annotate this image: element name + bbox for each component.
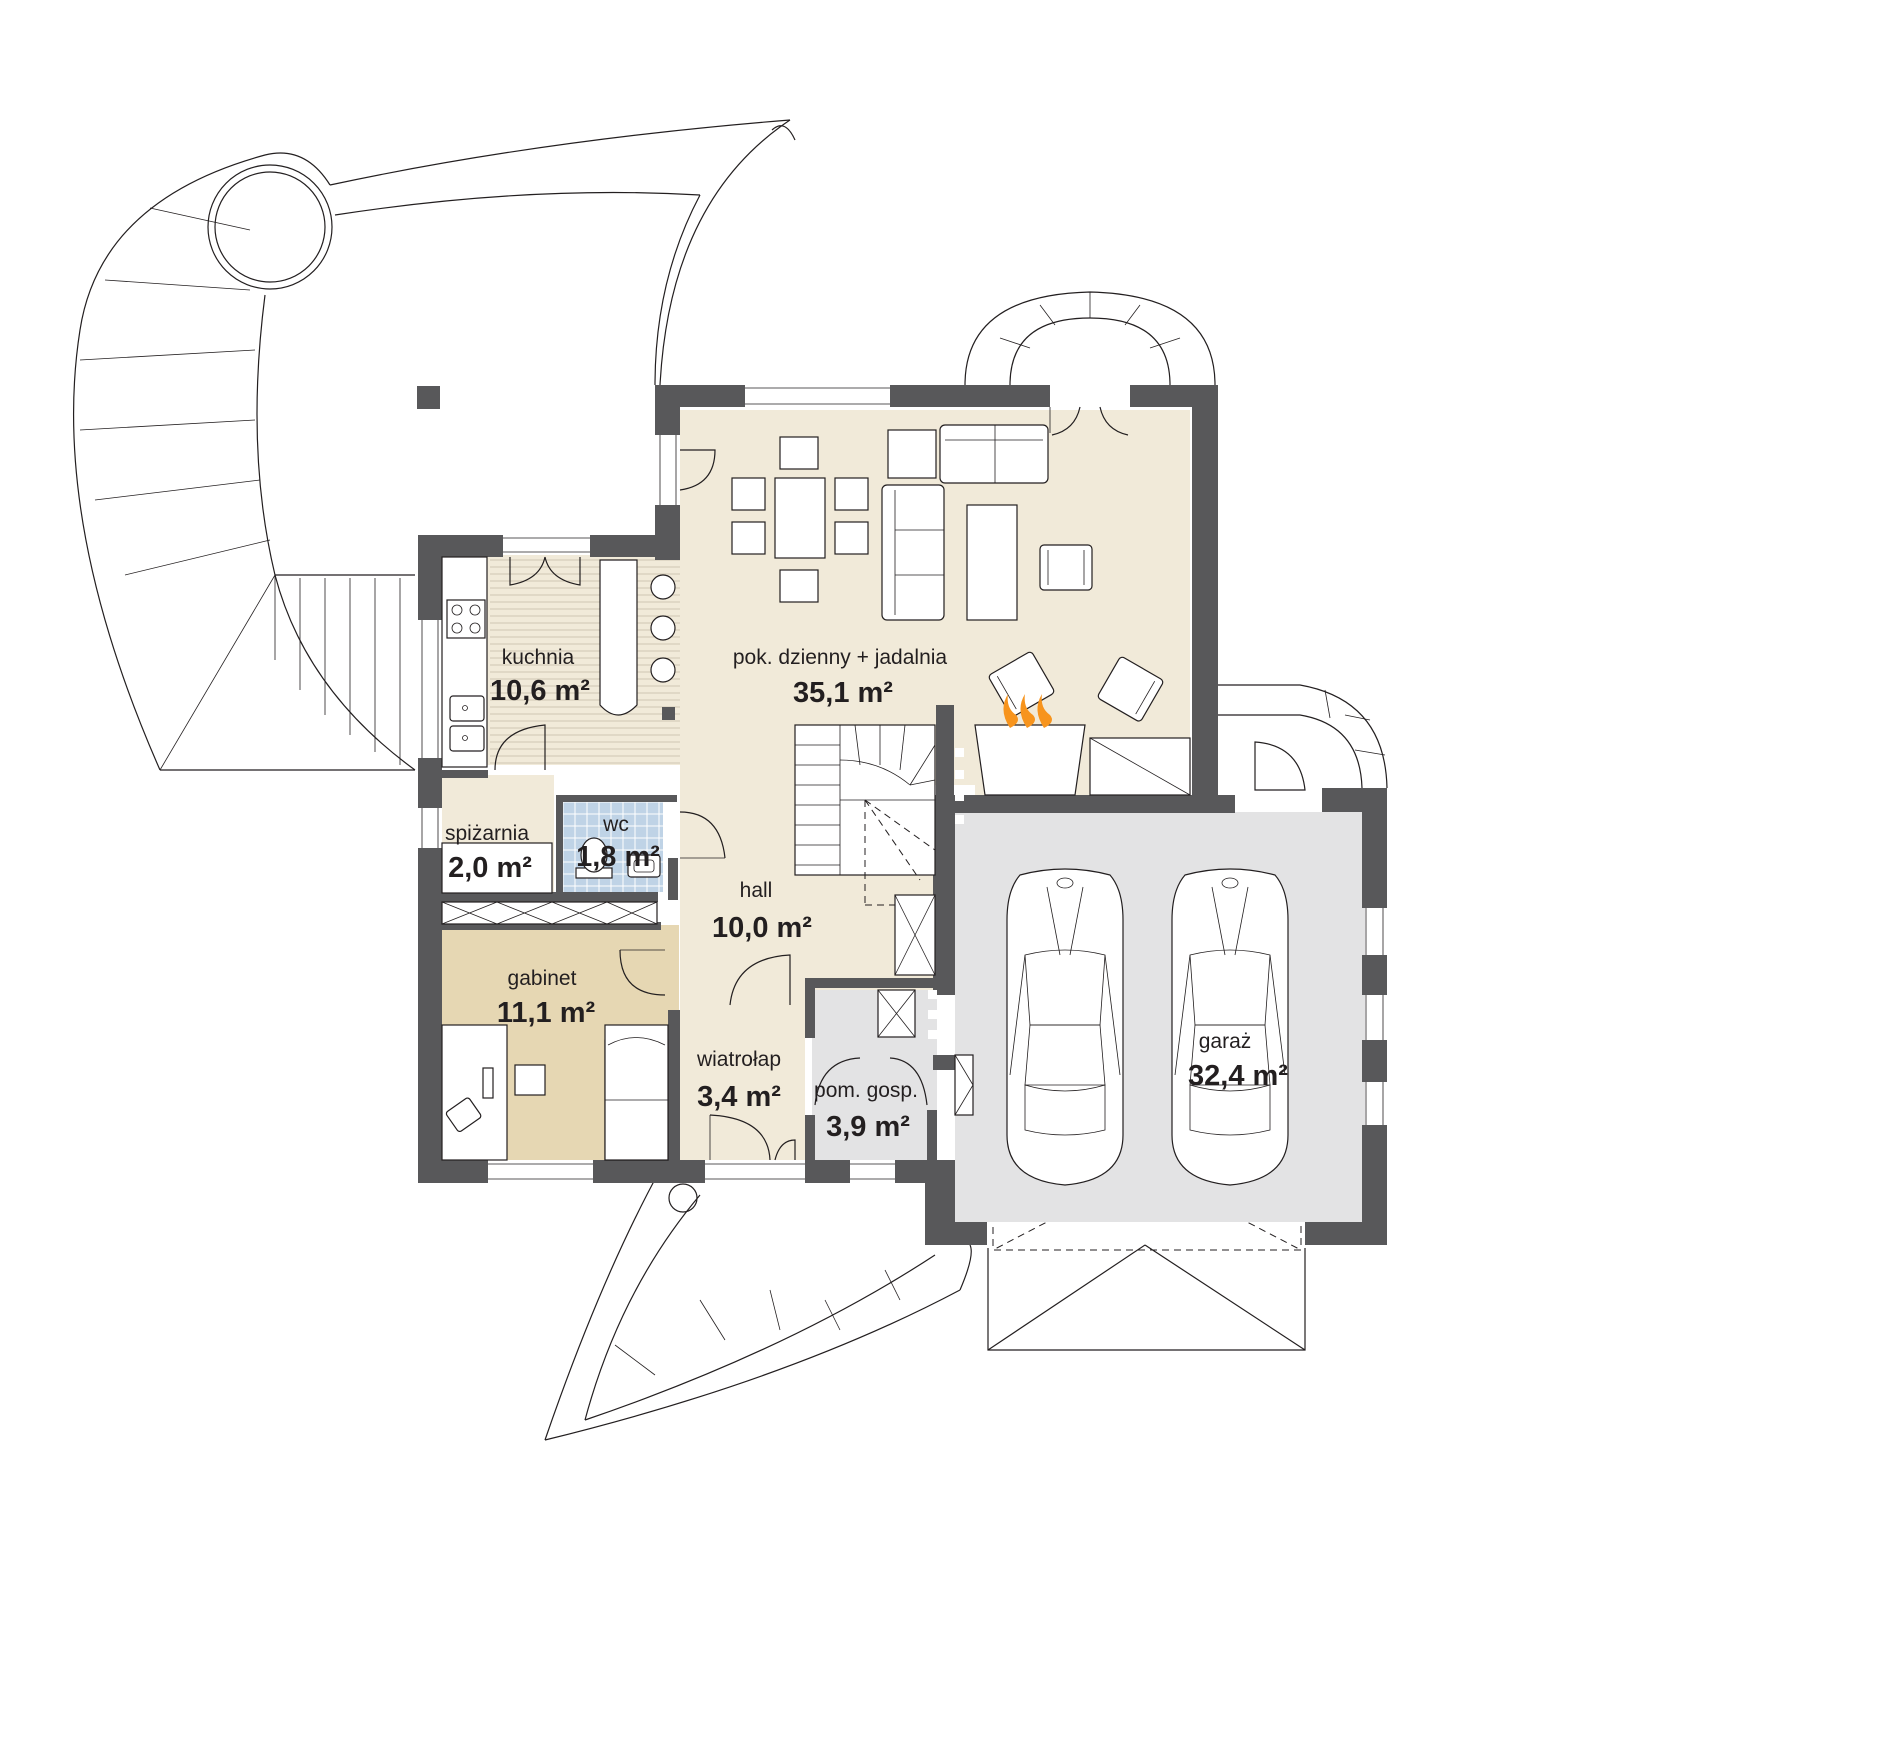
side-bay	[1218, 684, 1388, 789]
flame-icon	[1003, 694, 1052, 728]
dining-set	[731, 436, 869, 603]
room-labels: pok. dzienny + jadalnia 35,1 m² kuchnia …	[445, 646, 1288, 1143]
windows	[421, 387, 1384, 1180]
armchair	[1097, 656, 1164, 722]
curved-path	[329, 119, 796, 386]
floor-plan: pok. dzienny + jadalnia 35,1 m² kuchnia …	[72, 119, 1388, 1441]
room-area-pantry: 2,0 m²	[448, 852, 532, 884]
room-area-utility: 3,9 m²	[826, 1111, 910, 1143]
sofa	[881, 424, 1049, 621]
staircase-icon	[794, 724, 936, 976]
kitchen-counter	[441, 556, 488, 768]
room-name-pantry: spiżarnia	[445, 822, 529, 845]
office-furniture	[441, 901, 669, 1161]
armchair	[1039, 544, 1093, 591]
room-name-vestibule: wiatrołap	[696, 1048, 781, 1071]
stove-icon	[446, 599, 486, 639]
room-name-hall: hall	[740, 879, 773, 902]
ottoman	[887, 429, 937, 479]
fireplace-icon	[974, 694, 1191, 796]
pantry-shelf	[441, 842, 553, 894]
sink-icon	[449, 695, 485, 752]
room-area-living: 35,1 m²	[793, 677, 893, 709]
room-area-wc: 1,8 m²	[576, 841, 660, 873]
front-path	[544, 1169, 972, 1441]
kitchen-floor-stripes	[490, 559, 680, 764]
coffee-table	[966, 504, 1018, 621]
toilet-icon	[575, 837, 613, 879]
kitchen-island	[599, 559, 676, 720]
room-name-utility: pom. gosp.	[814, 1079, 918, 1102]
room-name-living: pok. dzienny + jadalnia	[733, 646, 948, 669]
round-planter	[207, 164, 333, 290]
room-area-garage: 32,4 m²	[1188, 1060, 1288, 1092]
room-area-office: 11,1 m²	[497, 997, 596, 1029]
pillar-vents	[928, 748, 964, 1039]
room-name-wc: wc	[602, 813, 629, 836]
terrace-outline	[72, 152, 416, 771]
utility-furniture	[877, 989, 974, 1116]
room-name-office: gabinet	[508, 967, 577, 990]
wc-sink-icon	[627, 854, 661, 878]
room-name-garage: garaż	[1199, 1030, 1252, 1053]
column	[417, 386, 440, 409]
room-area-vestibule: 3,4 m²	[697, 1081, 781, 1113]
walls	[418, 385, 1387, 1245]
car-icon	[1006, 868, 1124, 1186]
room-name-kitchen: kuchnia	[502, 646, 575, 669]
room-area-hall: 10,0 m²	[712, 912, 812, 944]
room-area-kitchen: 10,6 m²	[490, 675, 590, 707]
car-icon	[1171, 868, 1289, 1186]
doors	[494, 406, 1306, 1161]
bay-window	[964, 291, 1216, 386]
